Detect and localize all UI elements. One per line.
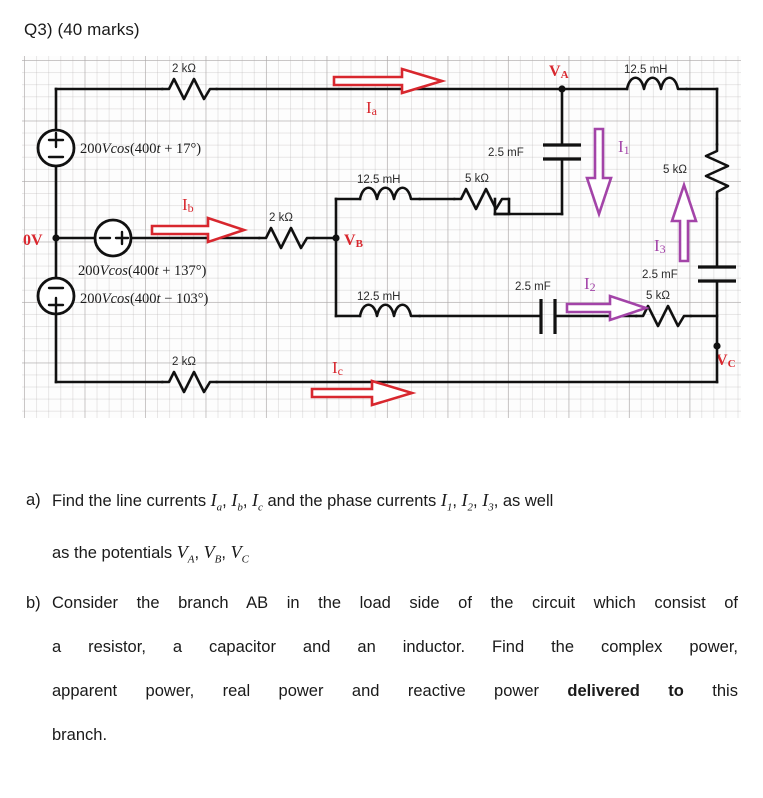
question-item: b) Consider the branch AB in the load sid…	[26, 581, 738, 757]
line-resistor-c	[160, 370, 219, 394]
capacitor-branch-ca	[698, 265, 736, 283]
math-symbol: Ia	[210, 490, 223, 514]
source-phase-b	[93, 218, 133, 258]
inductor-ab-top-label: 12.5 mH	[357, 174, 400, 186]
text-run: as the potentials	[52, 543, 177, 562]
text-run: , as well	[493, 492, 554, 510]
capacitor-bc-label: 2.5 mF	[515, 281, 551, 293]
source-phase-b-label: 200Vcos(400t + 137°)	[78, 263, 207, 279]
text-run: apparent power, real power and reactive …	[52, 682, 568, 701]
wire-a-to-right-rail	[560, 87, 719, 146]
current-ic-arrow	[310, 379, 417, 407]
math-symbol: VC	[230, 541, 249, 566]
current-ia-arrow	[332, 67, 447, 95]
node-a-label: VA	[549, 63, 569, 81]
resistor-ab-label: 5 kΩ	[465, 173, 489, 185]
inductor-bc-label: 12.5 mH	[357, 291, 400, 303]
node-zero-label: 0V	[23, 232, 43, 249]
inductor-branch-ca	[625, 76, 689, 91]
current-i3-arrow	[670, 180, 698, 263]
inductor-branch-ca-label: 12.5 mH	[624, 64, 667, 76]
page-title: Q3) (40 marks)	[24, 20, 140, 39]
line-resistor-a	[160, 77, 219, 101]
resistor-branch-ca	[704, 142, 730, 201]
text-run: ,	[452, 492, 462, 510]
text-run: ,	[194, 543, 204, 562]
current-ia-label: Ia	[366, 98, 378, 118]
text-run: Find the line currents	[52, 492, 211, 510]
question-marker: a)	[26, 491, 41, 509]
source-phase-a	[36, 128, 76, 168]
source-phase-c	[36, 276, 76, 316]
current-ib-arrow	[150, 216, 249, 244]
text-run: a resistor, a capacitor and an inductor.…	[52, 638, 738, 657]
question-marker: b)	[26, 594, 41, 613]
math-symbol: VA	[176, 541, 195, 566]
line-resistor-b	[257, 226, 316, 250]
inductor-ab-top	[358, 186, 422, 201]
math-symbol: Ib	[231, 490, 243, 514]
source-phase-c-label: 200Vcos(400t − 103°)	[80, 291, 209, 307]
question-body: Consider the branch AB in the load side …	[52, 581, 738, 757]
text-run: ,	[473, 492, 483, 510]
capacitor-bc	[539, 299, 557, 334]
text-run: Consider the branch AB in the load side …	[52, 594, 738, 613]
capacitor-ab	[543, 143, 581, 161]
current-i3-label: I3	[654, 236, 666, 256]
question-line: a resistor, a capacitor and an inductor.…	[52, 625, 738, 669]
question-line: Find the line currents Ia, Ib, Ic and th…	[52, 478, 738, 530]
current-i1-label: I1	[618, 137, 630, 157]
question-list: a) Find the line currents Ia, Ib, Ic and …	[26, 478, 738, 757]
text-run: ,	[222, 492, 232, 510]
node-c-label: VC	[716, 352, 736, 370]
inductor-bc	[358, 303, 422, 318]
question-line: as the potentials VA, VB, VC	[52, 530, 738, 582]
question-item: a) Find the line currents Ia, Ib, Ic and …	[26, 478, 738, 581]
node-b-dot	[332, 234, 340, 242]
question-body: Find the line currents Ia, Ib, Ic and th…	[52, 478, 738, 581]
text-run: ,	[221, 543, 231, 562]
question-line: Consider the branch AB in the load side …	[52, 581, 738, 625]
wire-vb-to-a-branch	[334, 197, 497, 240]
node-b-label: VB	[344, 232, 364, 250]
question-line: branch.	[52, 713, 738, 757]
resistor-ab	[452, 187, 511, 216]
resistor-bc	[634, 304, 693, 328]
math-symbol: VB	[203, 541, 222, 566]
text-run: and the phase currents	[262, 492, 441, 510]
current-i2-arrow	[565, 294, 651, 322]
line-resistor-a-label: 2 kΩ	[172, 63, 196, 75]
emphasis-text: delivered to	[567, 682, 684, 701]
source-phase-a-label: 200Vcos(400t + 17°)	[80, 141, 201, 157]
node-zero-dot	[52, 234, 60, 242]
math-symbol: I1	[440, 490, 453, 514]
current-ib-label: Ib	[182, 195, 194, 215]
line-resistor-b-label: 2 kΩ	[269, 212, 293, 224]
text-run: this	[683, 682, 738, 701]
question-line: apparent power, real power and reactive …	[52, 669, 738, 713]
math-symbol: I3	[482, 490, 494, 514]
resistor-bc-label: 5 kΩ	[646, 290, 670, 302]
current-i1-arrow	[585, 127, 613, 219]
math-symbol: Ic	[252, 490, 263, 514]
current-i2-label: I2	[584, 274, 596, 294]
text-run: branch.	[52, 726, 108, 745]
capacitor-ab-label: 2.5 mF	[488, 147, 524, 159]
capacitor-branch-ca-label: 2.5 mF	[642, 269, 678, 281]
text-run: ,	[242, 492, 253, 510]
resistor-branch-ca-label: 5 kΩ	[663, 164, 687, 176]
line-resistor-c-label: 2 kΩ	[172, 356, 196, 368]
current-ic-label: Ic	[332, 358, 343, 378]
math-symbol: I2	[461, 490, 474, 514]
circuit-diagram-figure: .w { stroke:#111111; stroke-width:2.6; f…	[22, 56, 741, 418]
